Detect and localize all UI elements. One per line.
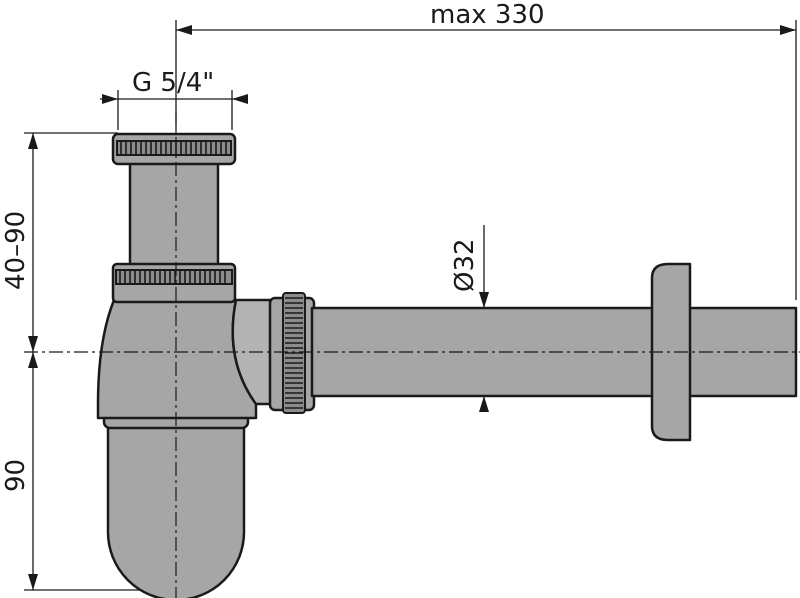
dimension-trap-depth: 90 (1, 459, 31, 492)
top-flange-band (116, 140, 232, 156)
arrow-height-mid (28, 336, 38, 352)
arrow-height-top (28, 133, 38, 149)
arrow-thread-right (232, 94, 248, 104)
arrow-max-left (176, 25, 192, 35)
dimension-height-range: 40–90 (1, 211, 31, 290)
dimension-thread: G 5/4" (132, 68, 214, 98)
outlet-nut-ribs (285, 297, 303, 409)
arrow-depth-bottom (28, 574, 38, 590)
arrow-depth-top (28, 352, 38, 368)
tail-pipe-nut-ribs (119, 271, 226, 283)
arrow-diameter-bottom (479, 396, 489, 412)
arrow-max-right (780, 25, 796, 35)
arrow-diameter-top (479, 292, 489, 308)
dimension-pipe-diameter: Ø32 (450, 238, 480, 292)
arrow-thread-left (102, 94, 118, 104)
tail-pipe (128, 158, 220, 272)
wall-rosette (650, 262, 692, 442)
dimension-max-width: max 330 (430, 0, 545, 30)
trap-cup (106, 422, 246, 598)
